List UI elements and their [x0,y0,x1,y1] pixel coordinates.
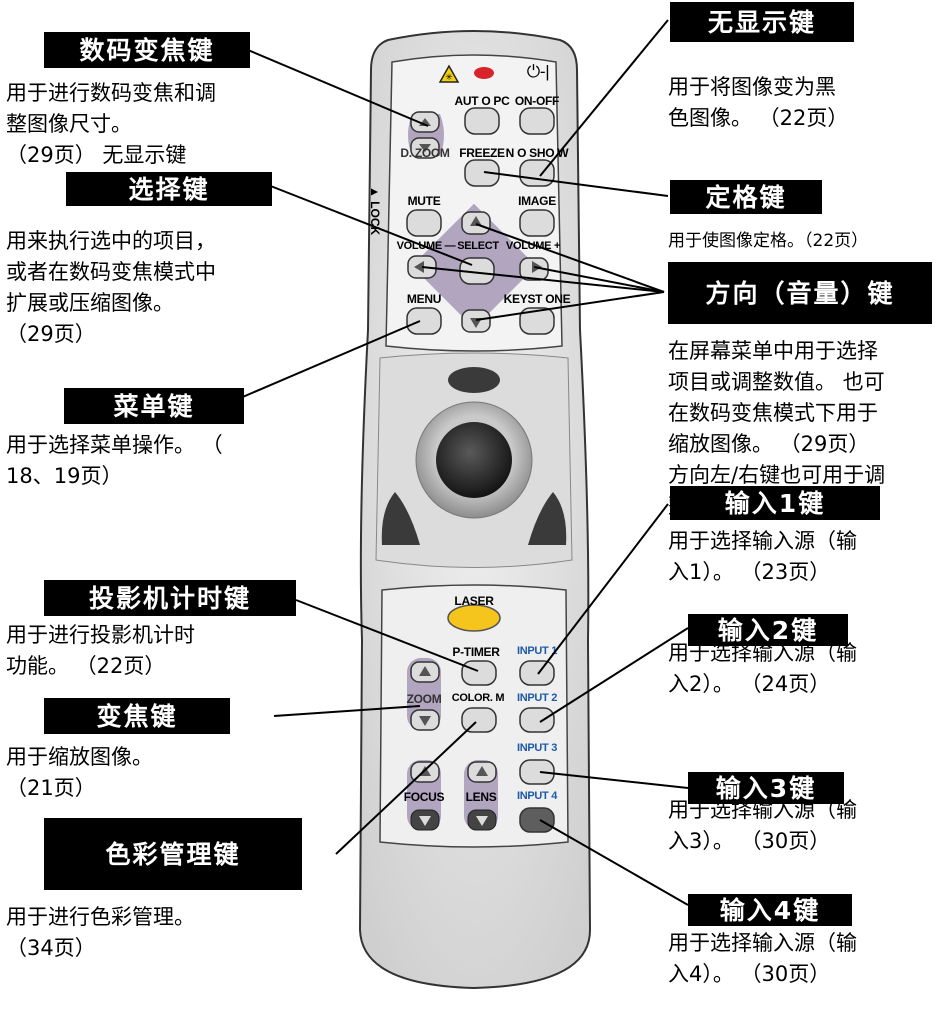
color-m-text: COLOR. M [451,692,505,704]
no-show-button [519,159,555,187]
keystone-text: KEYST ONE [503,292,571,306]
desc-p-timer: 用于进行投影机计时 功能。 （22页） [6,623,195,678]
volume-plus-text: VOLUME + [505,240,561,252]
desc-no-show: 用于将图像变为黑 色图像。 （22页） [668,75,849,130]
input4-button [519,807,555,833]
freeze-text: FREEZE [459,146,505,160]
color-m-button [461,707,497,733]
dzoom-text: D. ZOOM [400,146,450,160]
input4-text: INPUT 4 [516,790,558,802]
label-input2: 输入2键 [688,614,848,646]
desc-menu: 用于选择菜单操作。 （ 18、19页） [6,433,223,488]
lock-text: ▲ LOCK [368,186,382,236]
input3-button [519,759,555,785]
no-show-text: N O SHO W [505,146,569,160]
input2-button [519,707,555,733]
label-menu: 菜单键 [64,388,244,424]
left-click-button [381,492,420,545]
desc-digital-zoom: 用于进行数码变焦和调 整图像尺寸。 （29页） 无显示键 [6,81,216,167]
label-direction: 方向（音量）键 [668,262,932,324]
power-icon: ⏻-| [526,62,550,81]
volume-minus-text: VOLUME — [396,240,456,252]
laser-warning-icon [438,64,460,83]
label-select: 选择键 [66,172,272,206]
desc-color-management: 用于进行色彩管理。 （34页） [6,905,195,960]
on-off-text: ON-OFF [514,94,560,108]
laser-button [447,604,501,632]
svg-text:✳: ✳ [445,73,453,83]
freeze-button [464,159,500,187]
p-timer-button [461,660,497,686]
desc-input1: 用于选择输入源（输 入1）。 （23页） [668,529,857,584]
focus-text: FOCUS [403,790,445,804]
select-text: SELECT [457,240,499,252]
label-freeze: 定格键 [670,180,822,214]
label-p-timer: 投影机计时键 [44,580,296,616]
label-input1: 输入1键 [670,486,880,520]
p-timer-text: P-TIMER [452,645,500,659]
desc-select: 用来执行选中的项目， 或者在数码变焦模式中 扩展或压缩图像。 （29页） [6,229,216,346]
label-digital-zoom: 数码变焦键 [44,32,250,68]
indicator-led [474,67,494,79]
mute-button [406,209,442,237]
mouse-wheel [436,422,512,498]
laser-text: LASER [454,594,494,608]
on-off-button [519,107,555,135]
label-color-management: 色彩管理键 [44,818,302,890]
menu-button [406,307,442,335]
image-text: IMAGE [518,194,556,208]
lens-text: LENS [465,790,497,804]
label-input3: 输入3键 [688,772,844,804]
auto-pc-text: AUT O PC [454,94,510,108]
desc-input3: 用于选择输入源（输 入3）。 （30页） [668,798,857,853]
keystone-button [519,307,555,335]
desc-freeze: 用于使图像定格。（22页） [668,231,869,251]
mute-text: MUTE [407,194,441,208]
desc-zoom: 用于缩放图像。 （21页） [6,745,153,800]
mouse-button-top [448,367,500,393]
auto-pc-button [464,107,500,135]
label-zoom: 变焦键 [44,698,230,734]
zoom-text: ZOOM [406,692,442,706]
label-no-show: 无显示键 [670,2,854,42]
input2-text: INPUT 2 [516,692,558,704]
desc-input2: 用于选择输入源（输 入2）。 （24页） [668,641,857,696]
desc-input4: 用于选择输入源（输 入4）。 （30页） [668,931,857,986]
menu-text: MENU [406,292,442,306]
input1-text: INPUT 1 [516,645,558,657]
input1-button [519,660,555,686]
input3-text: INPUT 3 [516,742,558,754]
image-button [519,209,555,237]
select-button [459,257,495,285]
label-input4: 输入4键 [688,894,852,926]
